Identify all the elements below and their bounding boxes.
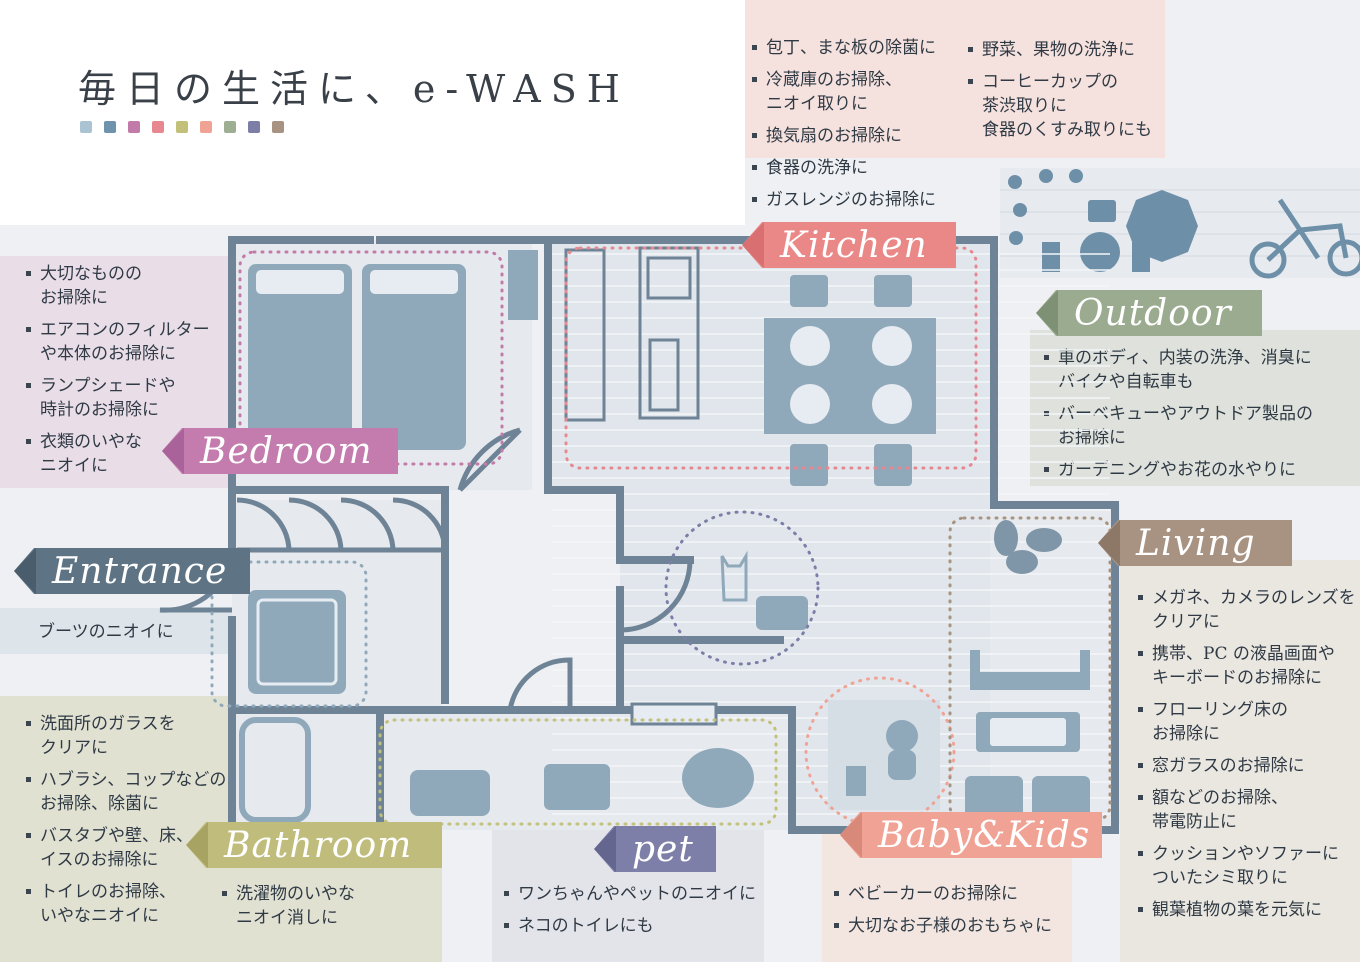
list-item: 冷蔵庫のお掃除、 ニオイ取りに <box>752 68 967 116</box>
palette-dot <box>248 121 260 133</box>
list-item: 額などのお掃除、 帯電防止に <box>1138 786 1360 834</box>
grill-icon <box>1088 200 1116 222</box>
list-item: ガーデニングやお花の水やりに <box>1044 458 1360 482</box>
list-item: 車のボディ、内装の洗浄、消臭に バイクや自転車も <box>1044 346 1360 394</box>
list-item: ネコのトイレにも <box>504 914 759 938</box>
list-item: バーベキューやアウトドア製品の お掃除に <box>1044 402 1360 450</box>
list-item: 大切なお子様のおもちゃに <box>834 914 1072 938</box>
pet-toilet <box>756 596 808 630</box>
list-item: 大切なものの お掃除に <box>26 262 236 310</box>
living-tag-label: Living <box>1136 522 1256 564</box>
outdoor-illustration <box>1000 168 1360 279</box>
list-item: ブーツのニオイに <box>38 622 174 642</box>
baby-list: ベビーカーのお掃除に大切なお子様のおもちゃに <box>834 882 1072 946</box>
page-title: 毎日の生活に、e-WASH <box>78 67 630 111</box>
list-item: ハブラシ、コップなどの お掃除、除菌に <box>26 768 231 816</box>
pet-tag-label: pet <box>632 828 694 870</box>
kitchen-counter <box>564 246 700 422</box>
cat-icon <box>720 550 748 602</box>
list-item: ワンちゃんやペットのニオイに <box>504 882 759 906</box>
beds <box>248 250 538 450</box>
list-item: 衣類のいやな ニオイに <box>26 430 236 478</box>
palette-dot <box>176 121 188 133</box>
entrance-panel <box>0 608 232 654</box>
living-list: メガネ、カメラのレンズを クリアに携帯、PC の液晶画面や キーボードのお掃除に… <box>1138 586 1360 930</box>
color-palette <box>80 121 284 133</box>
list-item: 食器の洗浄に <box>752 156 967 180</box>
kitchen-list-left: 包丁、まな板の除菌に冷蔵庫のお掃除、 ニオイ取りに換気扇のお掃除に食器の洗浄にガ… <box>752 36 967 220</box>
bedroom-list: 大切なものの お掃除にエアコンのフィルター や本体のお掃除にランプシェードや 時… <box>26 262 236 486</box>
entrance-tag-label: Entrance <box>52 550 228 592</box>
list-item: 野菜、果物の洗浄に <box>968 38 1163 62</box>
list-item: フローリング床の お掃除に <box>1138 698 1360 746</box>
outdoor-panel <box>1030 330 1360 486</box>
dining-table <box>764 275 936 486</box>
list-item: ランプシェードや 時計のお掃除に <box>26 374 236 422</box>
bedroom-tag-label: Bedroom <box>200 430 373 472</box>
bbq-icon <box>1080 232 1120 272</box>
list-item: ガスレンジのお掃除に <box>752 188 967 212</box>
kitchen-list-right: 野菜、果物の洗浄にコーヒーカップの 茶渋取りに 食器のくすみ取りにも <box>968 38 1163 150</box>
pet-list: ワンちゃんやペットのニオイにネコのトイレにも <box>504 882 759 946</box>
list-item: 洗濯物のいやな ニオイ消しに <box>222 882 437 930</box>
entrance-tag: Entrance <box>14 548 250 594</box>
list-item: 携帯、PC の液晶画面や キーボードのお掃除に <box>1138 642 1360 690</box>
shoe-box <box>248 590 346 694</box>
living-tag: Living <box>1098 520 1292 566</box>
list-item: 窓ガラスのお掃除に <box>1138 754 1360 778</box>
bathroom-tag-label: Bathroom <box>224 824 413 866</box>
baby-kids-tag: Baby&Kids <box>840 812 1102 858</box>
plant-icon <box>994 520 1062 574</box>
list-item: 観葉植物の葉を元気に <box>1138 898 1360 922</box>
palette-dot <box>128 121 140 133</box>
list-item: 包丁、まな板の除菌に <box>752 36 967 60</box>
bicycle-icon <box>1249 198 1360 279</box>
kitchen-panel <box>745 0 1165 158</box>
flower-icon <box>1008 169 1083 245</box>
list-item: ベビーカーのお掃除に <box>834 882 1072 906</box>
bathroom-fixtures <box>239 702 754 823</box>
baby-area <box>828 700 940 810</box>
palette-dot <box>104 121 116 133</box>
palette-dot <box>152 121 164 133</box>
living-furniture <box>965 520 1090 820</box>
outdoor-list: 車のボディ、内装の洗浄、消臭に バイクや自転車もバーベキューやアウトドア製品の … <box>1044 346 1360 490</box>
bathroom-list-right: 洗濯物のいやな ニオイ消しに <box>222 882 437 938</box>
list-item: コーヒーカップの 茶渋取りに 食器のくすみ取りにも <box>968 70 1163 142</box>
list-item: エアコンのフィルター や本体のお掃除に <box>26 318 236 366</box>
title-area <box>0 0 745 225</box>
palette-dot <box>80 121 92 133</box>
list-item: トイレのお掃除、 いやなニオイに <box>26 880 231 928</box>
list-item: 換気扇のお掃除に <box>752 124 967 148</box>
list-item: 洗面所のガラスを クリアに <box>26 712 231 760</box>
bathroom-list-left: 洗面所のガラスを クリアにハブラシ、コップなどの お掃除、除菌にバスタブや壁、床… <box>26 712 231 936</box>
palette-dot <box>200 121 212 133</box>
kitchen-tag-label: Kitchen <box>780 224 928 266</box>
outdoor-tag: Outdoor <box>1036 290 1262 336</box>
living-panel <box>1120 560 1360 962</box>
bedroom-tag: Bedroom <box>162 428 398 474</box>
bathroom-tag: Bathroom <box>186 822 442 868</box>
palette-dot <box>272 121 284 133</box>
list-item: メガネ、カメラのレンズを クリアに <box>1138 586 1360 634</box>
pet-tag: pet <box>594 826 716 872</box>
baby-kids-tag-label: Baby&Kids <box>878 814 1091 856</box>
outdoor-tag-label: Outdoor <box>1074 292 1232 334</box>
palette-dot <box>224 121 236 133</box>
list-item: クッションやソファーに ついたシミ取りに <box>1138 842 1360 890</box>
kitchen-tag: Kitchen <box>742 222 956 268</box>
list-item: バスタブや壁、床、 イスのお掃除に <box>26 824 231 872</box>
parasol-icon <box>1126 190 1198 262</box>
entrance-list: ブーツのニオイに <box>38 620 238 652</box>
